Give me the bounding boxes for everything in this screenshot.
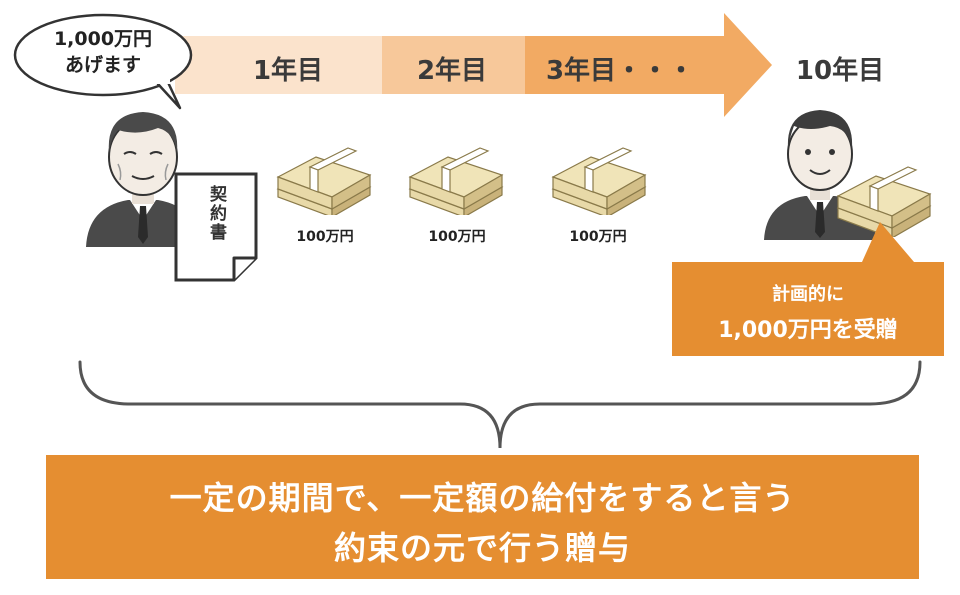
year-1-label: 1年目 xyxy=(252,56,324,86)
callout-pointer-icon xyxy=(862,222,914,262)
money-stack-icon xyxy=(408,147,504,215)
contract-label: 契約書 xyxy=(206,185,226,242)
money-stack-icon xyxy=(836,166,932,237)
receive-callout: 計画的に 1,000万円を受贈 xyxy=(672,262,944,356)
brace-icon xyxy=(78,360,922,449)
payment-3-label: 100万円 xyxy=(569,229,627,245)
speech-bubble-icon xyxy=(13,13,193,110)
summary-line1: 一定の期間で、一定額の給付をすると言う xyxy=(169,479,796,517)
payment-2-label: 100万円 xyxy=(428,229,486,245)
person-giver-icon xyxy=(86,112,200,247)
timeline-arrow-icon xyxy=(175,13,772,117)
receive-line1: 計画的に xyxy=(772,284,844,305)
year-3-label: 3年目・・・ xyxy=(545,56,695,86)
year-2-label: 2年目 xyxy=(416,56,488,86)
summary-line2: 約束の元で行う贈与 xyxy=(333,529,631,567)
receive-line2: 1,000万円を受贈 xyxy=(718,318,898,343)
speech-bubble-line1: 1,000万円 xyxy=(53,28,153,50)
money-stack-icon xyxy=(276,147,372,215)
money-stack-icon xyxy=(551,147,647,215)
year-10-label: 10年目 xyxy=(795,56,885,86)
contract-icon xyxy=(174,172,258,282)
payment-1-label: 100万円 xyxy=(296,229,354,245)
summary-banner: 一定の期間で、一定額の給付をすると言う 約束の元で行う贈与 xyxy=(46,455,919,579)
speech-bubble-line2: あげます xyxy=(64,54,141,76)
